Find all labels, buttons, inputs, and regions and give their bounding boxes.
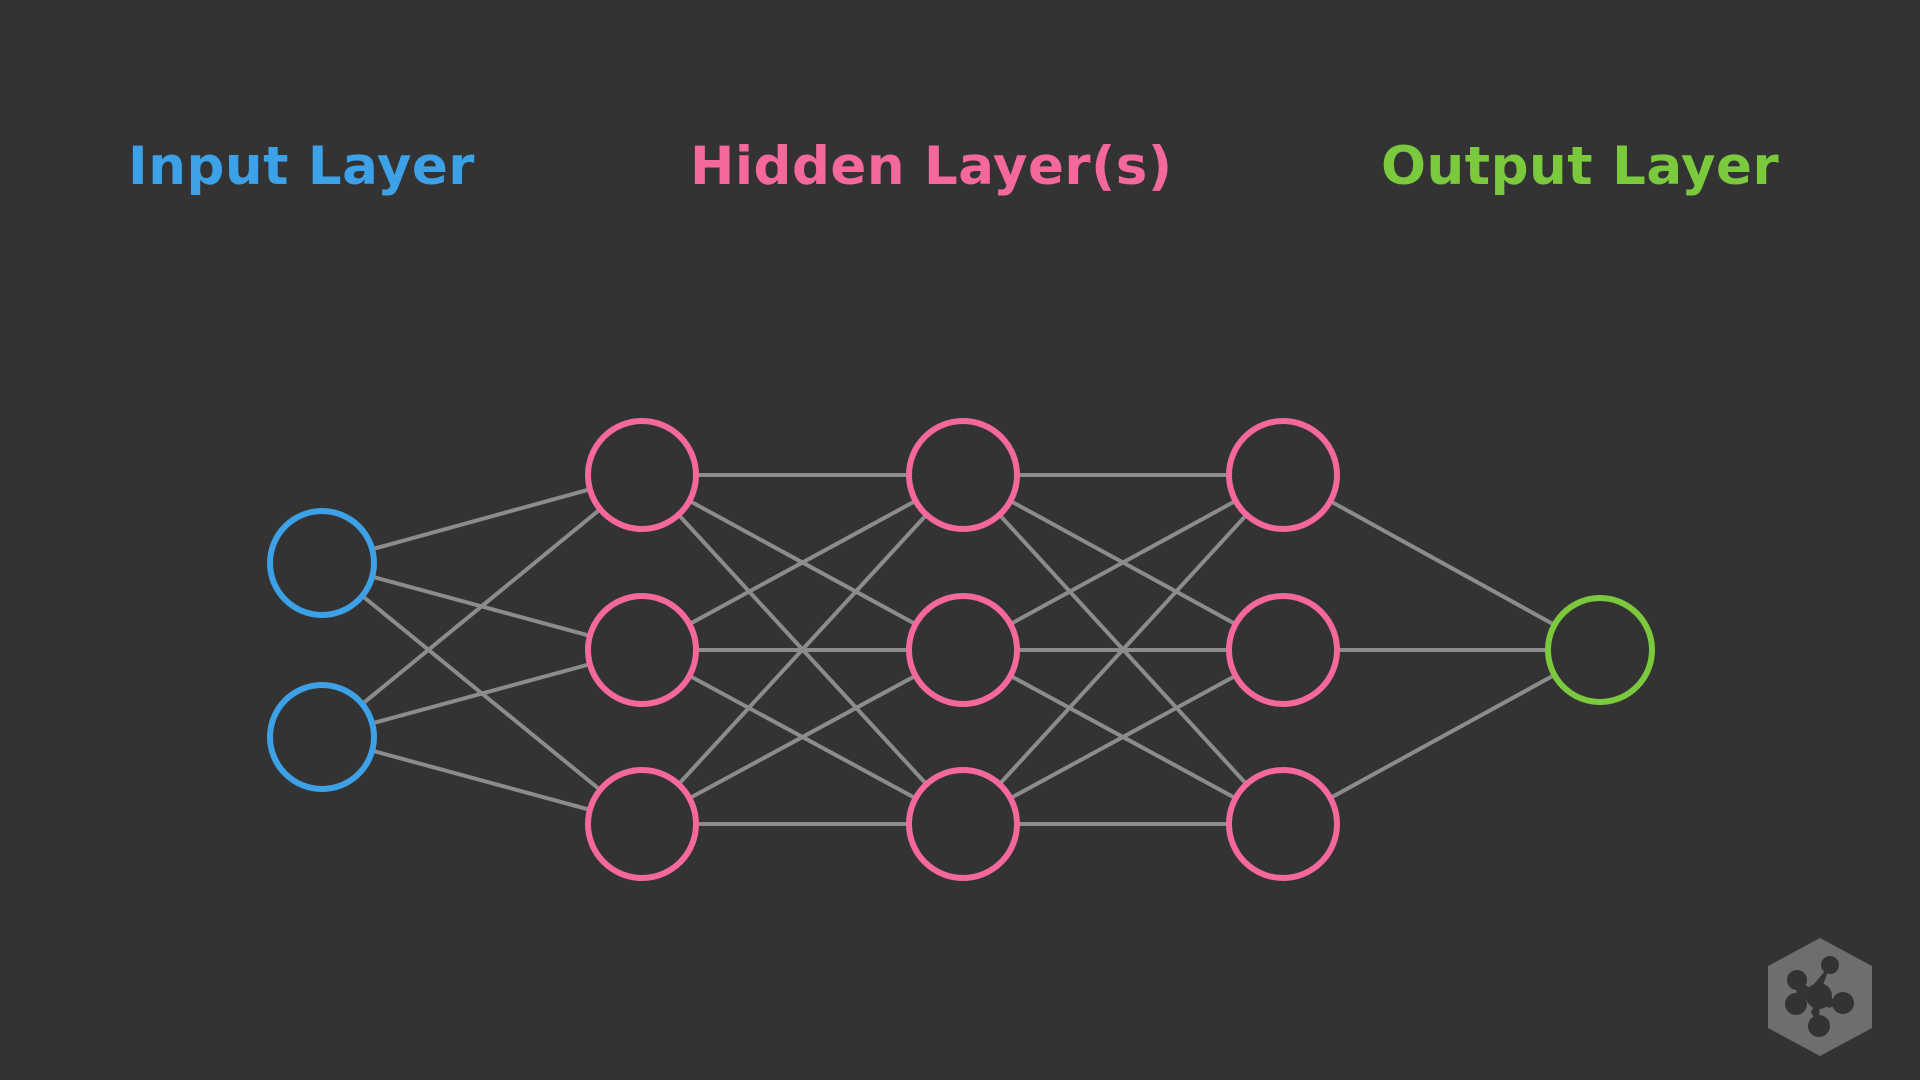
- connection-edge: [1328, 673, 1557, 801]
- connection-edge: [676, 512, 929, 787]
- connection-edge: [1008, 498, 1238, 627]
- connection-edges-group: [360, 473, 1557, 826]
- connection-edge: [360, 507, 603, 707]
- neuron-node-hidden3-3[interactable]: [1226, 767, 1340, 881]
- neuron-node-input-2[interactable]: [267, 682, 377, 792]
- neuron-node-hidden1-2[interactable]: [585, 593, 699, 707]
- neuron-node-input-1[interactable]: [267, 508, 377, 618]
- neuron-node-hidden1-1[interactable]: [585, 418, 699, 532]
- neuron-node-hidden3-2[interactable]: [1226, 593, 1340, 707]
- neuron-node-hidden1-3[interactable]: [585, 767, 699, 881]
- connection-edge: [1328, 499, 1557, 627]
- connection-edge: [687, 673, 918, 801]
- connection-edge: [687, 498, 918, 627]
- neuron-node-hidden2-1[interactable]: [906, 418, 1020, 532]
- neuron-node-output-1[interactable]: [1545, 595, 1655, 705]
- connection-edge: [997, 512, 1249, 787]
- neuron-node-hidden2-3[interactable]: [906, 767, 1020, 881]
- connection-edge: [370, 748, 592, 812]
- connection-edge: [370, 662, 592, 726]
- neuron-nodes-group: [267, 418, 1655, 881]
- neuron-node-hidden2-2[interactable]: [906, 593, 1020, 707]
- connection-edge: [370, 487, 592, 552]
- neuron-node-hidden3-1[interactable]: [1226, 418, 1340, 532]
- connection-edge: [1008, 673, 1238, 801]
